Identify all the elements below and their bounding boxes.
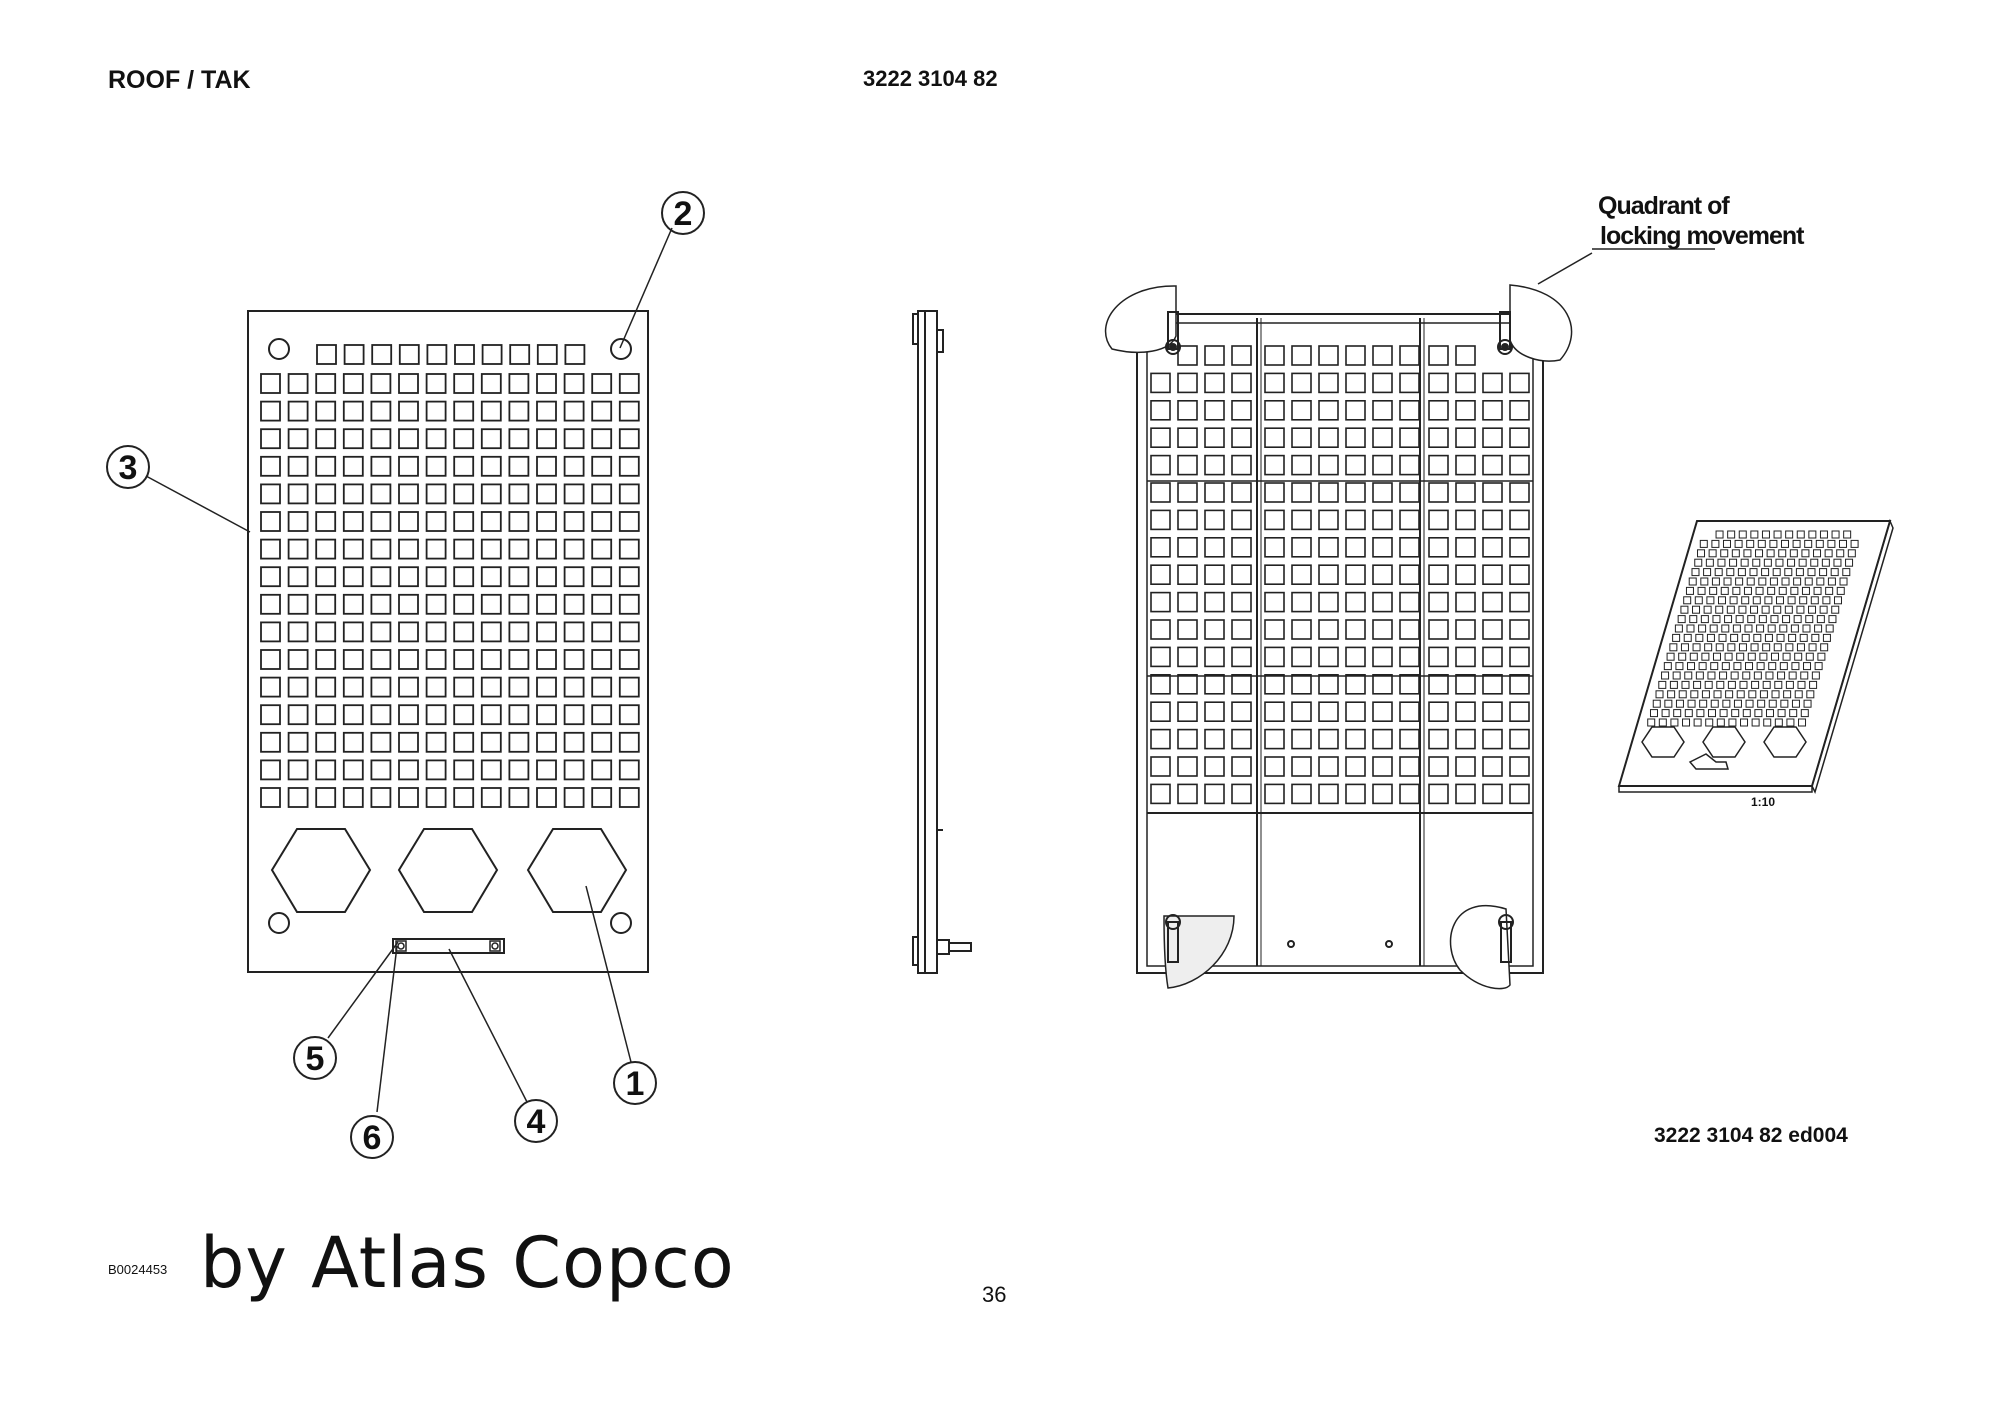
corner-hole xyxy=(268,338,290,360)
back-vent-grid xyxy=(1150,345,1530,805)
page-number: 36 xyxy=(982,1282,1007,1307)
back-view: Quadrant of locking movement xyxy=(1104,192,1806,990)
callout-2: 2 xyxy=(661,191,705,235)
hex-opening xyxy=(526,828,628,913)
brand-text: by Atlas Copco xyxy=(200,1222,735,1304)
corner-hole xyxy=(610,912,632,934)
document-code: B0024453 xyxy=(108,1262,168,1277)
quadrant-top-right xyxy=(1509,284,1573,362)
svg-text:2: 2 xyxy=(674,195,693,233)
quadrant-note-line1: Quadrant of xyxy=(1598,192,1730,220)
iso-vent-grid xyxy=(1647,530,1859,727)
isometric-view: 1:10 xyxy=(1617,518,1894,809)
latch-bar xyxy=(392,938,505,954)
front-vent-grid xyxy=(260,344,640,808)
part-number: 3222 3104 82 xyxy=(863,66,998,91)
svg-text:4: 4 xyxy=(527,1103,546,1141)
side-view xyxy=(912,310,972,974)
corner-hole xyxy=(610,338,632,360)
hex-opening xyxy=(270,828,372,913)
callout-4: 4 xyxy=(514,1099,558,1143)
scale-label: 1:10 xyxy=(1751,795,1775,809)
callout-1: 1 xyxy=(613,1061,657,1105)
page-title: ROOF / TAK xyxy=(108,66,251,94)
quadrant-top-left xyxy=(1104,285,1177,354)
svg-text:5: 5 xyxy=(306,1040,325,1078)
callout-6: 6 xyxy=(350,1115,394,1159)
drawing-reference: 3222 3104 82 ed004 xyxy=(1654,1124,1848,1147)
svg-text:1: 1 xyxy=(626,1065,645,1103)
front-view xyxy=(247,310,649,973)
svg-text:6: 6 xyxy=(363,1119,382,1157)
quadrant-bottom-left xyxy=(1163,915,1235,989)
hex-opening xyxy=(397,828,499,913)
callout-3: 3 xyxy=(106,445,150,489)
svg-text:3: 3 xyxy=(119,449,138,487)
quadrant-bottom-right xyxy=(1449,905,1511,990)
callout-5: 5 xyxy=(293,1036,337,1080)
leader-lines xyxy=(145,227,673,1113)
corner-hole xyxy=(268,912,290,934)
quadrant-note-line2: locking movement xyxy=(1600,222,1805,250)
